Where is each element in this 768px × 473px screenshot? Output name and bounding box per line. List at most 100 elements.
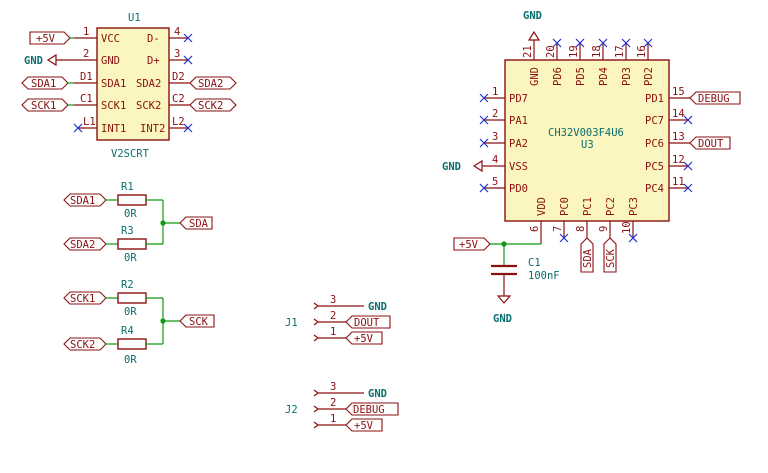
r4-ref: R4	[121, 325, 134, 337]
u1-gnd-symbol: GND	[24, 53, 74, 67]
j1-ref: J1	[285, 317, 298, 329]
r1-net-label: SDA1	[70, 195, 95, 207]
u1-label-sda1[interactable]: SDA1	[21, 76, 74, 90]
u1-pin-num: D1	[80, 71, 93, 83]
j1-pin-net: DOUT	[354, 317, 380, 329]
u1-label-sda2[interactable]: SDA2	[189, 76, 237, 90]
r1-ref: R1	[121, 181, 134, 193]
u1-pin-name: SCK2	[136, 100, 161, 112]
u3-pin-name: VDD	[536, 197, 548, 216]
u1-pin-num: 4	[174, 26, 180, 38]
u1-label-5v-text: +5V	[36, 33, 56, 45]
resistor-sck-group[interactable]: SCK1 R2 0R SCK2 R4 0R SCK	[63, 279, 215, 366]
r3-resistor[interactable]	[117, 238, 147, 250]
u1-pin-num: D2	[172, 71, 185, 83]
u3-pin-num: 15	[672, 86, 685, 98]
u3-pin-num: 19	[568, 45, 580, 58]
u3-pin-name: PC7	[645, 115, 664, 127]
u3-label-sck[interactable]: SCK	[603, 237, 617, 273]
resistor-sda-group[interactable]: SDA1 R1 0R SDA2 R3 0R SDA	[63, 181, 213, 264]
c1-capacitor[interactable]: C1 100nF GND	[491, 257, 560, 325]
u1-value: V2SCRT	[111, 148, 150, 160]
vdd-net[interactable]: +5V	[453, 237, 541, 265]
u3-label-5v-text: +5V	[459, 239, 479, 251]
c1-value: 100nF	[528, 270, 560, 282]
u3-pin-name: PC3	[628, 197, 640, 216]
sck-net-label: SCK	[189, 316, 209, 328]
j2-connector[interactable]: J2 3 GND 2 DEBUG 1 +5V	[285, 381, 399, 432]
u3-label-debug[interactable]: DEBUG	[689, 91, 741, 105]
u3-label-sda-text: SDA	[582, 248, 594, 268]
u3-label-sda[interactable]: SDA	[580, 237, 594, 273]
r2-value: 0R	[124, 306, 137, 318]
u3-pin-name: PA1	[509, 115, 528, 127]
u1-pin-num: 2	[83, 48, 89, 60]
r3-value: 0R	[124, 252, 137, 264]
u1-pin-num: L2	[172, 116, 185, 128]
u3-pin-name: PD7	[509, 93, 528, 105]
r1-value: 0R	[124, 208, 137, 220]
u1-ref: U1	[128, 12, 141, 24]
u1-pin-name: SDA1	[101, 78, 126, 90]
u3-body	[504, 59, 670, 222]
u3-pin-num: 20	[545, 45, 557, 58]
sda-junction	[160, 220, 166, 226]
u3-pin-num: 17	[614, 45, 626, 58]
u1-label-sck1[interactable]: SCK1	[21, 98, 74, 112]
j1-pin-num: 1	[330, 326, 336, 338]
u1-pin-num: L1	[83, 116, 96, 128]
u1-pin-name: GND	[101, 55, 120, 67]
j2-ref: J2	[285, 404, 298, 416]
u3-pin-name: PD4	[598, 67, 610, 86]
u3-pin-name: PC5	[645, 161, 664, 173]
u3-pin-num: 7	[552, 226, 564, 232]
j2-pin-num: 3	[330, 381, 336, 393]
u3-pin-name: PD3	[621, 67, 633, 86]
u1-label-sck2[interactable]: SCK2	[189, 98, 237, 112]
u1-pin-name: SDA2	[136, 78, 161, 90]
r2-ref: R2	[121, 279, 134, 291]
u1-symbol[interactable]: U1 1 VCC 2 GND D1 SDA1 C1 SCK1 L1 INT1 4…	[74, 12, 190, 160]
u3-pin-num: 8	[575, 226, 587, 232]
u1-pin-name: D-	[147, 33, 160, 45]
u3-pin-name: PD0	[509, 183, 528, 195]
u3-gnd-left-text: GND	[442, 161, 461, 173]
u3-pin-name: PC0	[559, 197, 571, 216]
u1-label-5v[interactable]: +5V	[29, 31, 74, 45]
u3-label-dout[interactable]: DOUT	[689, 136, 731, 150]
u3-pin-num: 13	[672, 131, 685, 143]
u3-pin-name: PC2	[605, 197, 617, 216]
u1-pin-num: C2	[172, 93, 185, 105]
u3-pin-name: PD6	[552, 67, 564, 86]
u1-gnd-text: GND	[24, 55, 43, 67]
r3-ref: R3	[121, 225, 134, 237]
u3-pin-num: 18	[591, 45, 603, 58]
u3-ref: U3	[581, 139, 594, 151]
u3-pin-num: 10	[621, 221, 633, 234]
u1-pin-name: VCC	[101, 33, 120, 45]
j1-connector[interactable]: J1 3 GND 2 DOUT 1 +5V	[285, 294, 391, 345]
u3-pin-name: PD1	[645, 93, 664, 105]
c1-gnd-text: GND	[493, 313, 512, 325]
r2-resistor[interactable]	[117, 292, 147, 304]
u1-pin-num: 1	[83, 26, 89, 38]
u3-gnd-top-symbol: GND	[523, 10, 542, 41]
j2-pin-net: GND	[368, 388, 387, 400]
u3-no-connects	[479, 38, 693, 243]
r1-resistor[interactable]	[117, 194, 147, 206]
u3-label-dout-text: DOUT	[698, 138, 724, 150]
u3-pin-name: PC4	[645, 183, 664, 195]
u1-label-sda2-text: SDA2	[198, 78, 223, 90]
c1-ref: C1	[528, 257, 541, 269]
u3-symbol[interactable]: CH32V003F4U6 U3 21 20 19 18 17 16 GND PD…	[482, 40, 690, 244]
r4-resistor[interactable]	[117, 338, 147, 350]
u1-label-sck1-text: SCK1	[31, 100, 56, 112]
u3-pin-name: PD2	[643, 67, 655, 86]
j1-pin-num: 3	[330, 294, 336, 306]
j1-pin-net: +5V	[354, 333, 374, 345]
u3-value: CH32V003F4U6	[548, 127, 624, 139]
u3-pin-num: 2	[492, 108, 498, 120]
u3-pin-name: VSS	[509, 161, 528, 173]
u3-pin-num: 21	[522, 45, 534, 58]
